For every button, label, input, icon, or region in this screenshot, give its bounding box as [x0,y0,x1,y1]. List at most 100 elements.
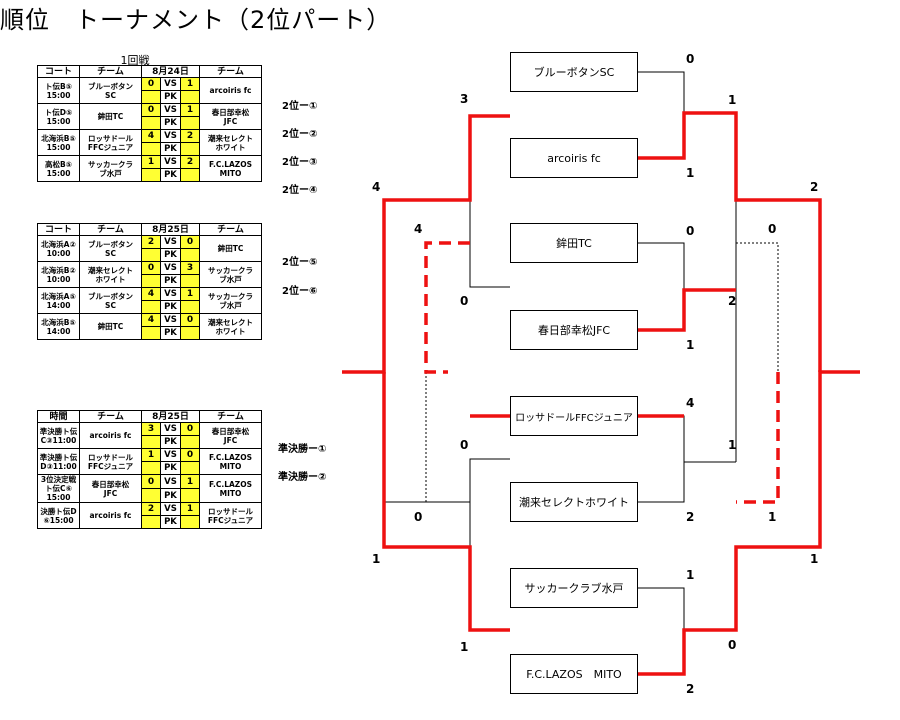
table-row-pk: PK [38,326,262,340]
winner-line [342,114,510,374]
seed-label: 2位ー④ [282,185,318,196]
pk-away-cell [179,142,201,156]
table-row-pk: PK [38,274,262,288]
winner-line-dashed [736,372,780,504]
table-row-pk: PK [38,168,262,182]
team-box: 潮来セレクトホワイト [510,482,638,522]
home-score-cell: 1 [141,448,161,462]
score: 1 [728,93,737,107]
bracket-line-dotted [425,372,470,503]
bracket-line [469,200,510,288]
pk-home-cell [141,326,161,340]
away-score-cell: 1 [179,287,201,301]
away-score-cell: 2 [179,129,201,143]
score: 2 [810,180,819,194]
table-row-pk: PK [38,90,262,104]
score: 0 [460,438,469,452]
page-title: 順位 トーナメント（2位パート） [0,6,392,34]
score: 4 [414,222,423,236]
score: 1 [686,166,695,180]
score: 1 [728,438,737,452]
pk-home-cell [141,435,161,449]
table-row-pk: PK [38,116,262,130]
score: 2 [728,294,737,308]
score: 0 [460,294,469,308]
score: 1 [810,552,819,566]
round1-caption: 1回戦 [120,54,150,67]
score: 1 [768,510,777,524]
score: 1 [460,640,469,654]
score: 0 [728,638,737,652]
team-box: ロッサドールFFCジュニア [510,396,638,436]
score: 4 [686,396,695,410]
score: 1 [686,338,695,352]
seed-label: 2位ー① [282,101,318,112]
seed-label: 2位ー⑥ [282,286,318,297]
pk-away-cell [179,515,201,529]
winner-line [630,111,822,372]
score: 0 [686,52,695,66]
home-score-cell: 2 [141,235,161,249]
away-team-cell: 潮来セレクトホワイト [199,313,263,340]
pk-away-cell [179,168,201,182]
score: 2 [686,682,695,696]
team-box: F.C.LAZOS MITO [510,654,638,694]
away-score-cell: 0 [179,313,201,327]
table-row-pk: PK [38,248,262,262]
score: 0 [414,510,423,524]
pk-home-cell [141,488,161,503]
team-box: ブルーボタンSC [510,52,638,92]
bracket-line [383,458,510,547]
pk-away-cell [179,90,201,104]
score: 0 [686,224,695,238]
away-team-cell: arcoiris fc [199,77,263,104]
team-box: 春日部幸松JFC [510,310,638,350]
score: 0 [768,222,777,236]
pk-away-cell [179,435,201,449]
away-team-cell: 鉾田TC [199,235,263,262]
winner-line-dashed [424,241,470,374]
seed-label: 2位ー⑤ [282,257,318,268]
winner-line [630,288,736,332]
bracket-line [630,415,685,462]
pk-away-cell [179,326,201,340]
score: 3 [460,92,469,106]
table-row-pk: PK [38,142,262,156]
team-box: 鉾田TC [510,223,638,263]
pk-home-cell [141,515,161,529]
score: 2 [686,510,695,524]
table-row-pk: PK [38,488,262,503]
home-score-cell: 0 [141,103,161,117]
away-score-cell: 2 [179,155,201,169]
pk-home-cell [141,90,161,104]
bracket-line-dotted [736,242,779,372]
away-team-cell: サッカークラブ水戸 [199,261,263,288]
home-team-cell: 潮来セレクトホワイト [79,261,142,288]
semifinal-label: 準決勝ー① [278,444,327,455]
home-team-cell: 鉾田TC [79,313,142,340]
seed-label: 2位ー② [282,129,318,140]
team-box: arcoiris fc [510,138,638,178]
